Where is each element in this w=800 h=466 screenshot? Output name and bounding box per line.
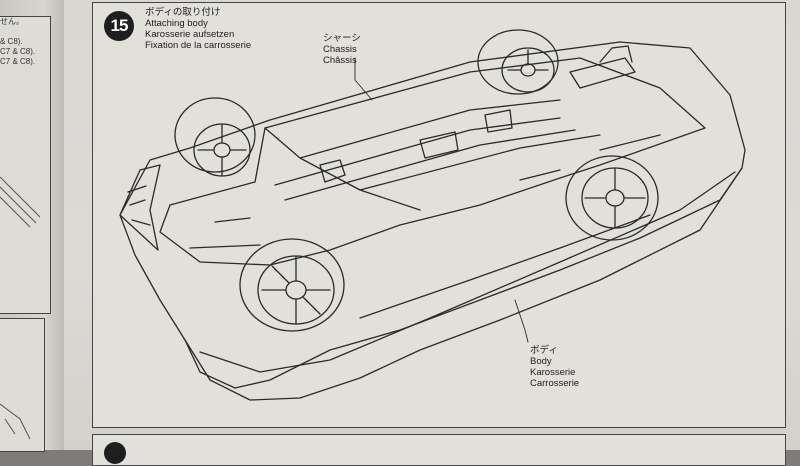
chassis-leader-line — [354, 57, 373, 101]
wheel-rear-right — [565, 155, 659, 241]
step-title-french: Fixation de la carrosserie — [145, 40, 252, 51]
step-title-japanese: ボディの取り付け — [145, 7, 221, 18]
body-callout: ボディ Body Karosserie Carrosserie — [530, 345, 579, 389]
body-side-line-2 — [359, 214, 651, 319]
body-label-english: Body — [530, 356, 552, 367]
previous-step-drawing-2 — [0, 403, 31, 440]
rear-exhaust — [569, 45, 636, 89]
previous-page-text-4: C7 & C8). — [0, 57, 36, 66]
body-shell-outline — [119, 41, 746, 389]
chassis-label-german-french: Châssis — [323, 55, 361, 66]
chassis-tub-outline — [159, 57, 706, 266]
step-title-german: Karosserie aufsetzen — [145, 29, 235, 40]
chassis-floor-line — [264, 99, 601, 211]
previous-page-text-2: & C8). — [0, 37, 23, 46]
previous-page-edge: せん。 & C8). C7 & C8). C7 & C8). — [0, 0, 64, 452]
chassis-center-rail — [274, 117, 576, 201]
previous-step-frame-2 — [0, 318, 45, 452]
previous-page-text-1: せん。 — [0, 17, 24, 26]
wheel-rear-left — [477, 29, 559, 95]
previous-step-frame: せん。 & C8). C7 & C8). C7 & C8). — [0, 16, 51, 314]
chassis-arm — [189, 134, 661, 249]
chassis-label-french: Châssis — [323, 55, 357, 66]
step-number-badge: 15 — [104, 11, 134, 41]
wheel-front-left — [174, 97, 256, 177]
body-leader-line — [514, 299, 529, 343]
body-label-german: Karosserie — [530, 367, 576, 378]
front-bumper-grille — [119, 164, 161, 251]
body-label-french: Carrosserie — [530, 378, 580, 389]
body-lower-skirt — [184, 167, 743, 401]
chassis-callout: シャーシ Chassis Châssis — [323, 33, 361, 66]
previous-step-drawing — [0, 176, 41, 228]
wheel-front-right — [239, 238, 345, 332]
step-title-english: Attaching body — [145, 18, 208, 29]
chassis-label-japanese: シャーシ — [323, 33, 361, 44]
body-label-japanese: ボディ — [530, 345, 558, 356]
chassis-bracket — [319, 109, 513, 183]
body-side-line — [199, 171, 736, 373]
previous-page-text-3: C7 & C8). — [0, 47, 36, 56]
chassis-label-english: Chassis — [323, 44, 357, 55]
step-title: ボディの取り付け Attaching body Karosserie aufse… — [145, 7, 251, 51]
car-underside-illustration — [119, 29, 746, 401]
